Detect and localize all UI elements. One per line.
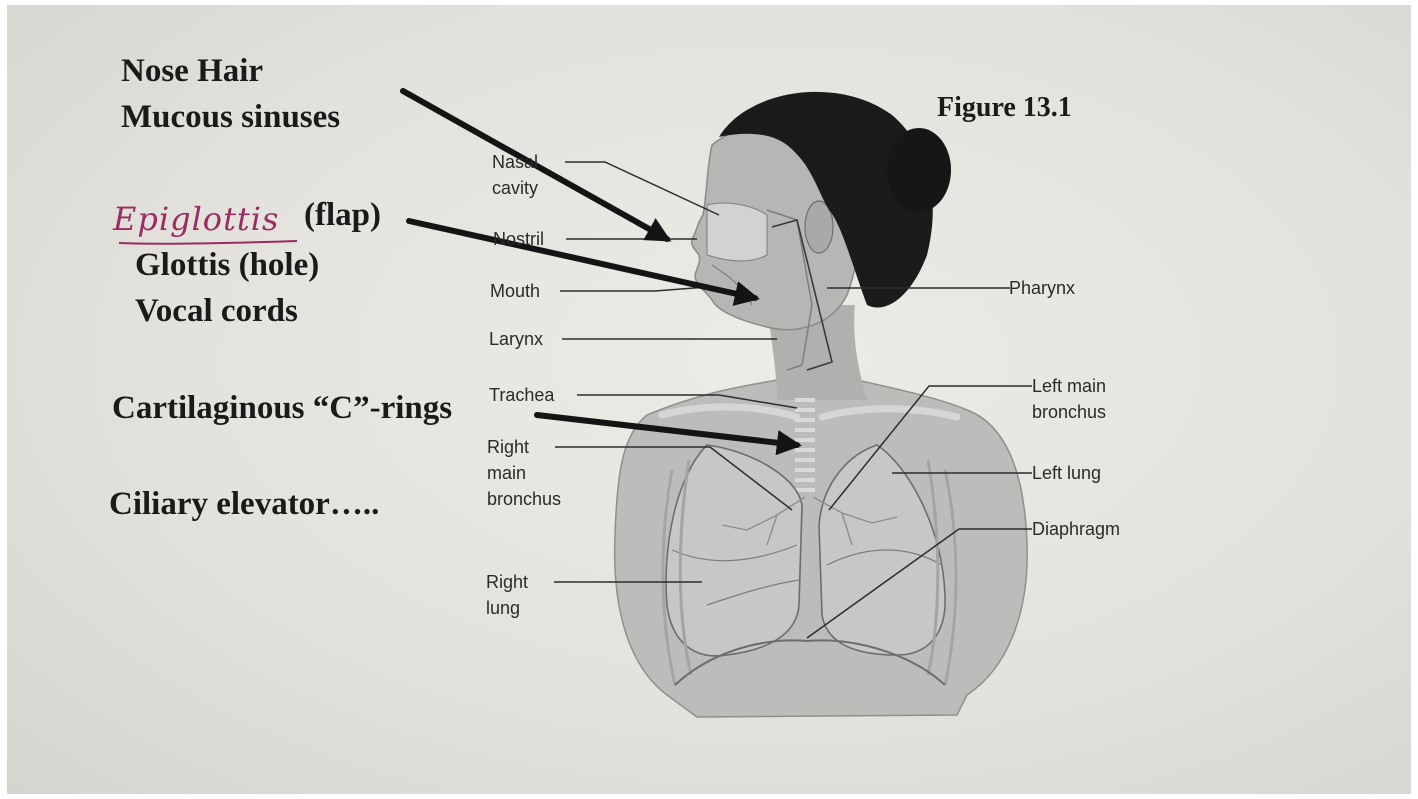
note-ciliary-elevator: Ciliary elevator….. [109,488,379,521]
photo: Nose Hair Mucous sinuses Epiglottis (fla… [7,5,1411,794]
note-mucous-sinuses: Mucous sinuses [121,101,340,134]
label-nostril: Nostril [493,226,544,252]
label-left-lung: Left lung [1032,460,1101,486]
note-c-rings: Cartilaginous “C”-rings [112,392,452,425]
leader-mouth [560,287,707,291]
label-diaphragm: Diaphragm [1032,516,1120,542]
figure-title: Figure 13.1 [937,94,1072,122]
label-pharynx: Pharynx [1009,275,1075,301]
note-flap: (flap) [304,199,381,232]
leader-nasal-cavity [565,162,719,215]
label-larynx: Larynx [489,326,543,352]
hair-bun-shape [887,128,951,212]
handwritten-epiglottis: Epiglottis [113,203,279,235]
note-glottis: Glottis (hole) [135,249,319,282]
label-mouth: Mouth [490,278,540,304]
note-vocal-cords: Vocal cords [135,295,298,328]
label-trachea: Trachea [489,382,554,408]
note-nose-hair: Nose Hair [121,55,263,88]
handwritten-underline [119,241,297,244]
